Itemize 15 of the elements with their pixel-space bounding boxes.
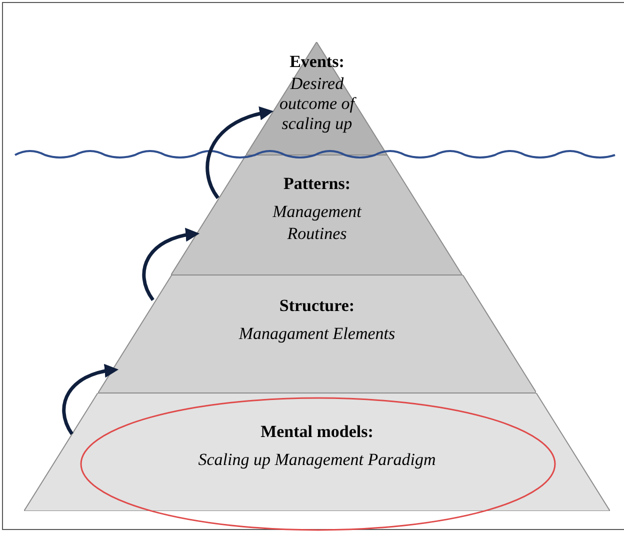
- layer-heading: Mental models:: [260, 421, 374, 443]
- layer-description: Management Routines: [272, 201, 363, 245]
- layer-heading: Patterns:: [283, 173, 350, 195]
- layer-heading: Events:: [290, 52, 344, 72]
- layer-description: Desired outcome of scaling up: [278, 74, 358, 134]
- pyramid-layer: [246, 42, 388, 155]
- pyramid-layer: [24, 393, 610, 511]
- curved-arrow: [62, 364, 119, 435]
- layer-description: Scaling up Management Paradigm: [198, 449, 436, 471]
- curved-arrow: [142, 228, 200, 301]
- pyramid-layer: [98, 275, 536, 393]
- layer-description: Managament Elements: [238, 323, 396, 345]
- layer-heading: Structure:: [279, 295, 355, 317]
- pyramid-layer: [171, 155, 463, 275]
- curved-arrow: [206, 107, 274, 199]
